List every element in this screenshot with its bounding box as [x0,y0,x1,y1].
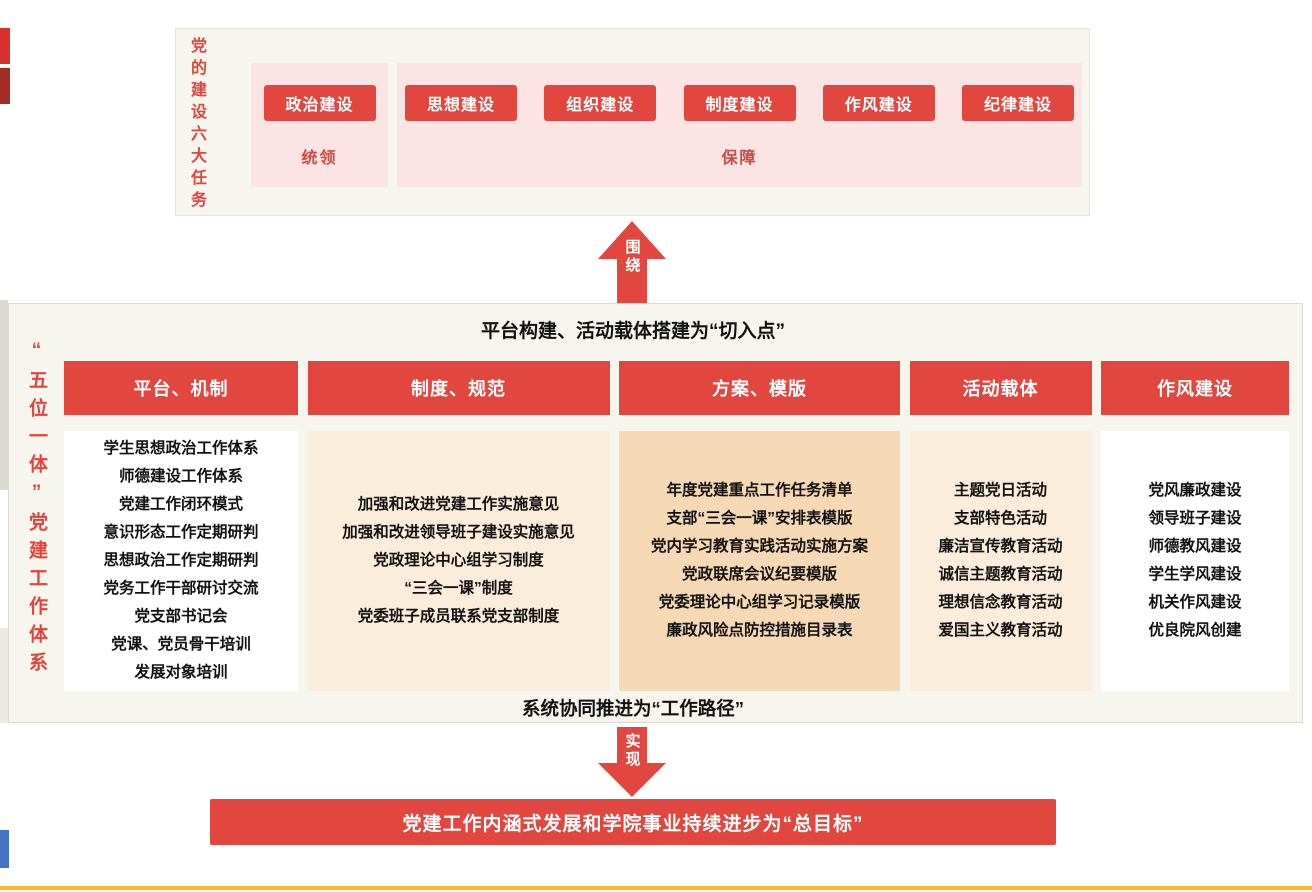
column-item: 党内学习教育实践活动实施方案 [650,538,868,555]
six-tasks-side-label: 党的建设六大任务 [188,37,205,213]
task-node: 组织建设 [544,85,657,121]
column-item: 支部“三会一课”安排表模版 [666,510,853,527]
column-item: 党课、党员骨干培训 [111,636,251,653]
arrow-down-achieve: 实现 [598,727,666,797]
edge-decoration-gray-strip [0,300,8,490]
support-group: 思想建设 组织建设 制度建设 作风建设 纪律建设 保障 [397,63,1082,187]
column-item: 党风廉政建设 [1148,482,1242,499]
column-item: 党建工作闭环模式 [118,496,243,513]
arrow-up-shaft [617,259,647,303]
column-header: 制度、规范 [307,361,610,415]
support-caption: 保障 [721,150,758,167]
column-item: 师德教风建设 [1148,538,1242,555]
column-item: 爱国主义教育活动 [938,622,1063,639]
arrow-up-head [598,221,666,259]
five-in-one-side-label: “五位一体”党建工作体系 [26,340,47,680]
column-item: 机关作风建设 [1148,594,1242,611]
column-item: 加强和改进领导班子建设实施意见 [342,524,575,541]
entry-point-caption: 平台构建、活动载体搭建为“切入点” [480,321,785,342]
column-item: 加强和改进党建工作实施意见 [357,496,560,513]
edge-decoration-red-bottom [0,68,10,104]
lead-caption: 统领 [301,150,338,167]
column-body: 学生思想政治工作体系师德建设工作体系党建工作闭环模式意识形态工作定期研判思想政治… [64,431,298,691]
edge-decoration-red-top [0,28,10,64]
arrow-up-label: 围绕 [623,239,641,275]
column-item: 党委班子成员联系党支部制度 [357,608,560,625]
column-item: 支部特色活动 [953,510,1047,527]
column-header: 活动载体 [909,361,1092,415]
arrow-up-encircle: 围绕 [598,221,666,303]
task-node: 作风建设 [822,85,935,121]
column-header: 方案、模版 [619,361,900,415]
edge-decoration-blue-square [0,830,9,868]
task-node-political: 政治建设 [263,85,376,121]
column-work-style: 作风建设 党风廉政建设领导班子建设师德教风建设学生学风建设机关作风建设优良院风创… [1101,361,1289,691]
six-tasks-panel: 党的建设六大任务 政治建设 统领 思想建设 组织建设 制度建设 作风建设 纪律建… [175,28,1090,216]
task-node: 制度建设 [683,85,796,121]
column-item: “三会一课”制度 [404,580,513,597]
task-node: 思想建设 [405,85,517,121]
lead-pill-row: 政治建设 [251,85,388,121]
column-platform-mechanism: 平台、机制 学生思想政治工作体系师德建设工作体系党建工作闭环模式意识形态工作定期… [64,361,298,691]
column-item: 党委理论中心组学习记录模版 [658,594,861,611]
column-item: 理想信念教育活动 [938,594,1063,611]
work-path-caption: 系统协同推进为“工作路径” [521,698,744,719]
column-body: 党风廉政建设领导班子建设师德教风建设学生学风建设机关作风建设优良院风创建 [1101,431,1289,691]
column-body: 年度党建重点工作任务清单支部“三会一课”安排表模版党内学习教育实践活动实施方案党… [619,431,900,691]
arrow-down-head [598,763,666,797]
column-item: 师德建设工作体系 [118,468,243,485]
column-item: 党政理论中心组学习制度 [373,552,544,569]
column-item: 发展对象培训 [134,664,228,681]
lead-group: 政治建设 统领 [251,63,388,187]
column-item: 学生学风建设 [1148,566,1242,583]
task-node: 纪律建设 [962,85,1074,121]
column-activity-carriers: 活动载体 主题党日活动支部特色活动廉洁宣传教育活动诚信主题教育活动理想信念教育活… [909,361,1092,691]
column-item: 领导班子建设 [1148,510,1242,527]
column-item: 党支部书记会 [134,608,228,625]
work-system-panel: “五位一体”党建工作体系 平台构建、活动载体搭建为“切入点” 平台、机制 学生思… [8,303,1303,723]
column-item: 党政联席会议纪要模版 [681,566,837,583]
columns-row: 平台、机制 学生思想政治工作体系师德建设工作体系党建工作闭环模式意识形态工作定期… [64,361,1289,691]
column-item: 主题党日活动 [953,482,1047,499]
column-item: 年度党建重点工作任务清单 [666,482,853,499]
column-item: 思想政治工作定期研判 [103,552,259,569]
edge-decoration-light-strip [0,628,8,723]
column-item: 廉政风险点防控措施目录表 [666,622,853,639]
column-body: 主题党日活动支部特色活动廉洁宣传教育活动诚信主题教育活动理想信念教育活动爱国主义… [909,431,1092,691]
column-item: 廉洁宣传教育活动 [938,538,1063,555]
column-header: 作风建设 [1101,361,1289,415]
column-body: 加强和改进党建工作实施意见加强和改进领导班子建设实施意见党政理论中心组学习制度 “… [307,431,610,691]
column-item: 诚信主题教育活动 [938,566,1063,583]
support-pill-row: 思想建设 组织建设 制度建设 作风建设 纪律建设 [397,85,1082,121]
column-rules-standards: 制度、规范 加强和改进党建工作实施意见加强和改进领导班子建设实施意见党政理论中心… [307,361,610,691]
bottom-accent-line [0,886,1312,890]
column-header: 平台、机制 [64,361,298,415]
column-item: 学生思想政治工作体系 [103,440,259,457]
arrow-down-shaft [617,727,647,763]
column-item: 优良院风创建 [1148,622,1242,639]
column-item: 党务工作干部研讨交流 [103,580,259,597]
overall-goal-bar: 党建工作内涵式发展和学院事业持续进步为“总目标” [210,799,1056,845]
column-plans-templates: 方案、模版 年度党建重点工作任务清单支部“三会一课”安排表模版党内学习教育实践活… [619,361,900,691]
arrow-down-label: 实现 [623,733,641,769]
column-item: 意识形态工作定期研判 [103,524,259,541]
